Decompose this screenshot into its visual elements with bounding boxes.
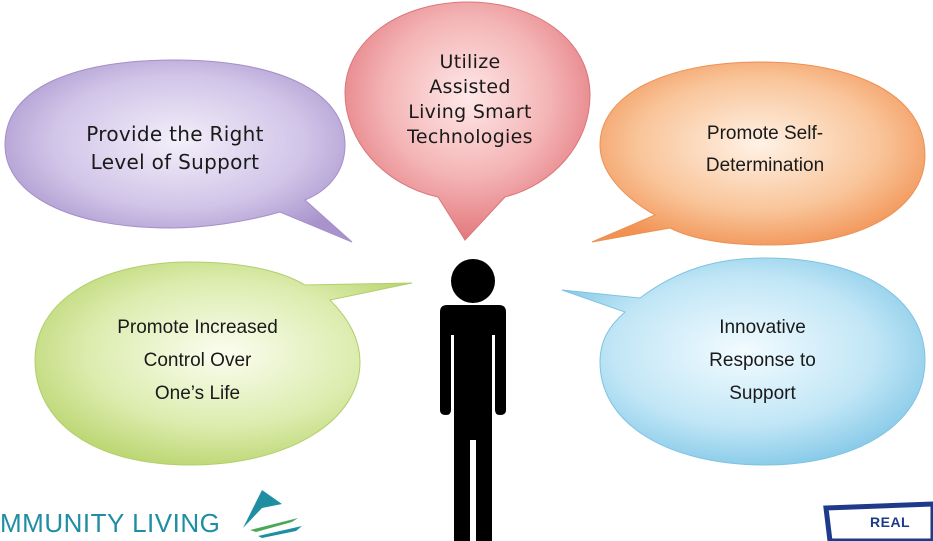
bubble-top-line-3: Living Smart: [408, 101, 532, 123]
speech-bubble-top-right: [591, 61, 926, 246]
bubble-top-line-2: Assisted: [429, 76, 511, 98]
bubble-bottom-left-line-3: One’s Life: [154, 382, 241, 404]
bubble-text-top-right: Promote Self- Determination: [630, 100, 900, 200]
bubble-text-bottom-left: Promote Increased Control Over One’s Lif…: [55, 290, 340, 430]
speech-bubble-bottom-right: [561, 257, 926, 466]
bubble-top-left-line-1: Provide the Right: [86, 122, 264, 146]
community-living-logo-text: MMUNITY LIVING: [0, 508, 221, 538]
person-icon: [440, 259, 506, 541]
bubble-bottom-left-line-2: Control Over: [143, 349, 252, 371]
bubble-text-top-left: Provide the Right Level of Support: [30, 98, 320, 198]
real-logo-text: REAL: [870, 514, 911, 530]
bubble-bottom-right-line-1: Innovative: [719, 316, 806, 338]
community-living-logo-mark: [243, 490, 302, 538]
bubble-text-bottom-right: Innovative Response to Support: [625, 290, 900, 430]
speech-bubble-top: [344, 1, 591, 241]
bubble-top-line-1: Utilize: [439, 51, 501, 73]
bubble-text-top: Utilize Assisted Living Smart Technologi…: [360, 10, 580, 190]
bubble-top-left-line-2: Level of Support: [90, 150, 260, 174]
speech-bubble-top-left: [4, 59, 353, 243]
speech-bubble-bottom-left: [34, 261, 413, 466]
bubble-top-line-4: Technologies: [407, 126, 533, 148]
bubble-bottom-left-line-1: Promote Increased: [117, 316, 278, 338]
bubble-top-right-line-2: Determination: [705, 155, 825, 176]
bubble-top-right-line-1: Promote Self-: [706, 123, 824, 144]
bubble-bottom-right-line-2: Response to: [709, 349, 816, 371]
real-logo-frame: [823, 501, 933, 541]
bubble-bottom-right-line-3: Support: [729, 382, 796, 404]
